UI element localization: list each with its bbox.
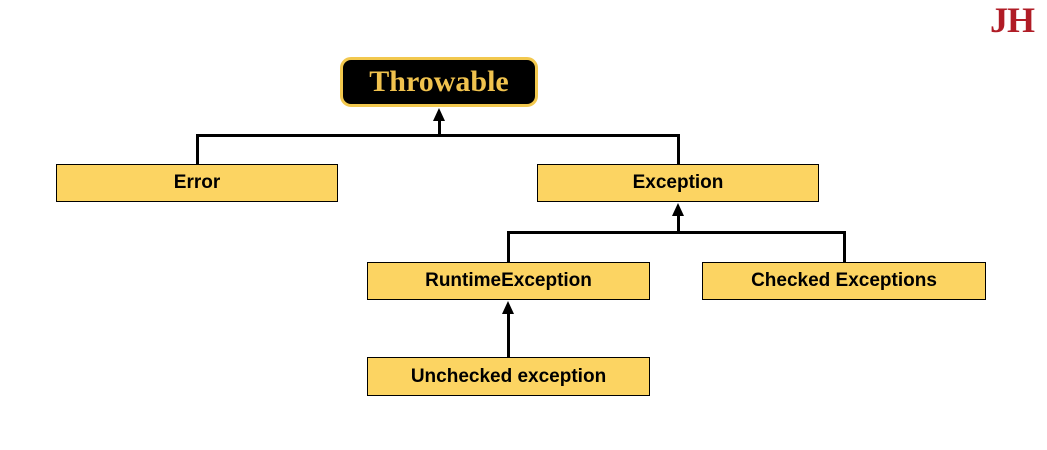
node-checked-exceptions-label: Checked Exceptions bbox=[751, 270, 937, 291]
edge-drop-to-exception bbox=[677, 134, 680, 165]
node-runtime-exception-label: RuntimeException bbox=[425, 270, 592, 291]
edge-stem-to-throwable bbox=[438, 119, 441, 137]
arrowhead-to-runtime-icon bbox=[502, 301, 514, 314]
node-runtime-exception[interactable]: RuntimeException bbox=[367, 262, 650, 300]
edge-hline-runtime-checked bbox=[507, 231, 846, 234]
node-exception-label: Exception bbox=[632, 172, 724, 193]
edge-hline-error-exception bbox=[196, 134, 680, 137]
node-checked-exceptions[interactable]: Checked Exceptions bbox=[702, 262, 986, 300]
node-unchecked-exception-label: Unchecked exception bbox=[410, 365, 607, 387]
node-throwable[interactable]: Throwable bbox=[340, 57, 538, 107]
edge-unchecked-to-runtime bbox=[507, 312, 510, 358]
edge-drop-to-runtime bbox=[507, 231, 510, 263]
edge-drop-to-checked bbox=[843, 231, 846, 263]
arrowhead-to-exception-icon bbox=[672, 203, 684, 216]
brand-logo: JH bbox=[989, 0, 1035, 40]
edge-drop-to-error bbox=[196, 134, 199, 165]
edge-stem-to-exception bbox=[677, 214, 680, 234]
node-exception[interactable]: Exception bbox=[537, 164, 819, 202]
node-error[interactable]: Error bbox=[56, 164, 338, 202]
arrowhead-to-throwable-icon bbox=[433, 108, 445, 121]
node-unchecked-exception[interactable]: Unchecked exception bbox=[367, 357, 650, 396]
node-throwable-label: Throwable bbox=[369, 65, 509, 98]
node-error-label: Error bbox=[173, 172, 221, 193]
